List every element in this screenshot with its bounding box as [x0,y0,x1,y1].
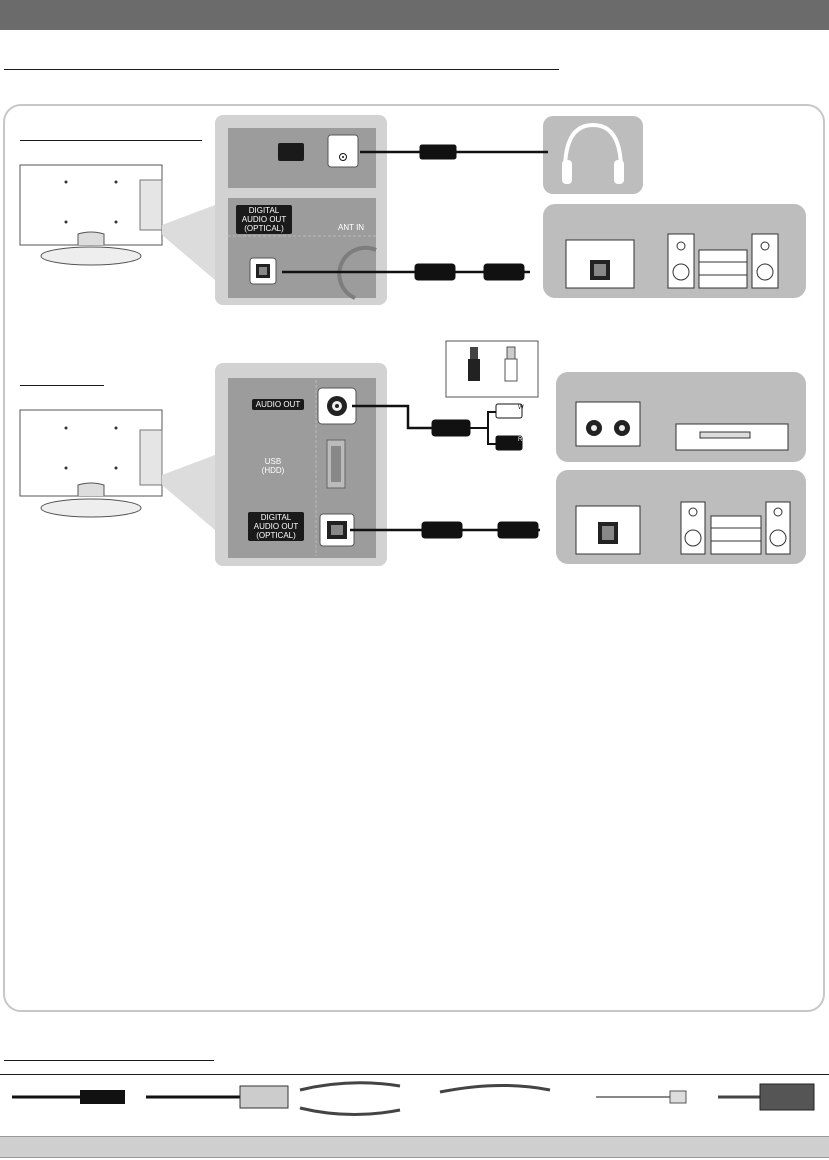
model-label-rule-1 [20,140,202,141]
connection-cables [282,144,548,539]
label-line: DIGITAL [248,206,280,215]
component-cable-icon [299,1081,401,1092]
cable-name-bar [0,1136,829,1158]
composite-cable-icon [439,1083,551,1094]
audio-system-1 [543,204,806,298]
label-line: USB [264,457,282,466]
rca-white-mark: W [518,405,524,411]
amplifier-device [556,372,806,462]
optical-port-label-bottom: DIGITAL AUDIO OUT (OPTICAL) [248,512,304,541]
usb-label: USB (HDD) [256,457,290,475]
cable-section-rule [4,1060,214,1061]
rca-red-mark: R [518,437,523,443]
model-label-rule-2 [20,385,104,386]
rca-plugs-inset [445,340,539,398]
tv-back-1 [19,164,215,280]
label-line: AUDIO OUT [241,215,287,224]
label-line: (OPTICAL) [244,224,284,233]
ant-in-label: ANT IN [338,223,365,232]
tv-back-2 [19,409,215,530]
label-line: (OPTICAL) [256,531,296,540]
cable-strip-icons [12,1081,815,1117]
label-line: DIGITAL [260,513,292,522]
audio-system-2 [556,470,806,564]
audio-out-label: AUDIO OUT [252,399,304,410]
header-bar [0,0,829,30]
optical-port-label-top: DIGITAL AUDIO OUT (OPTICAL) [236,205,292,234]
label-line: (HDD) [261,466,285,475]
headphone-device [543,116,643,194]
section-title-rule [4,69,559,70]
cable-strip [0,1074,829,1137]
label-line: AUDIO OUT [253,522,299,531]
